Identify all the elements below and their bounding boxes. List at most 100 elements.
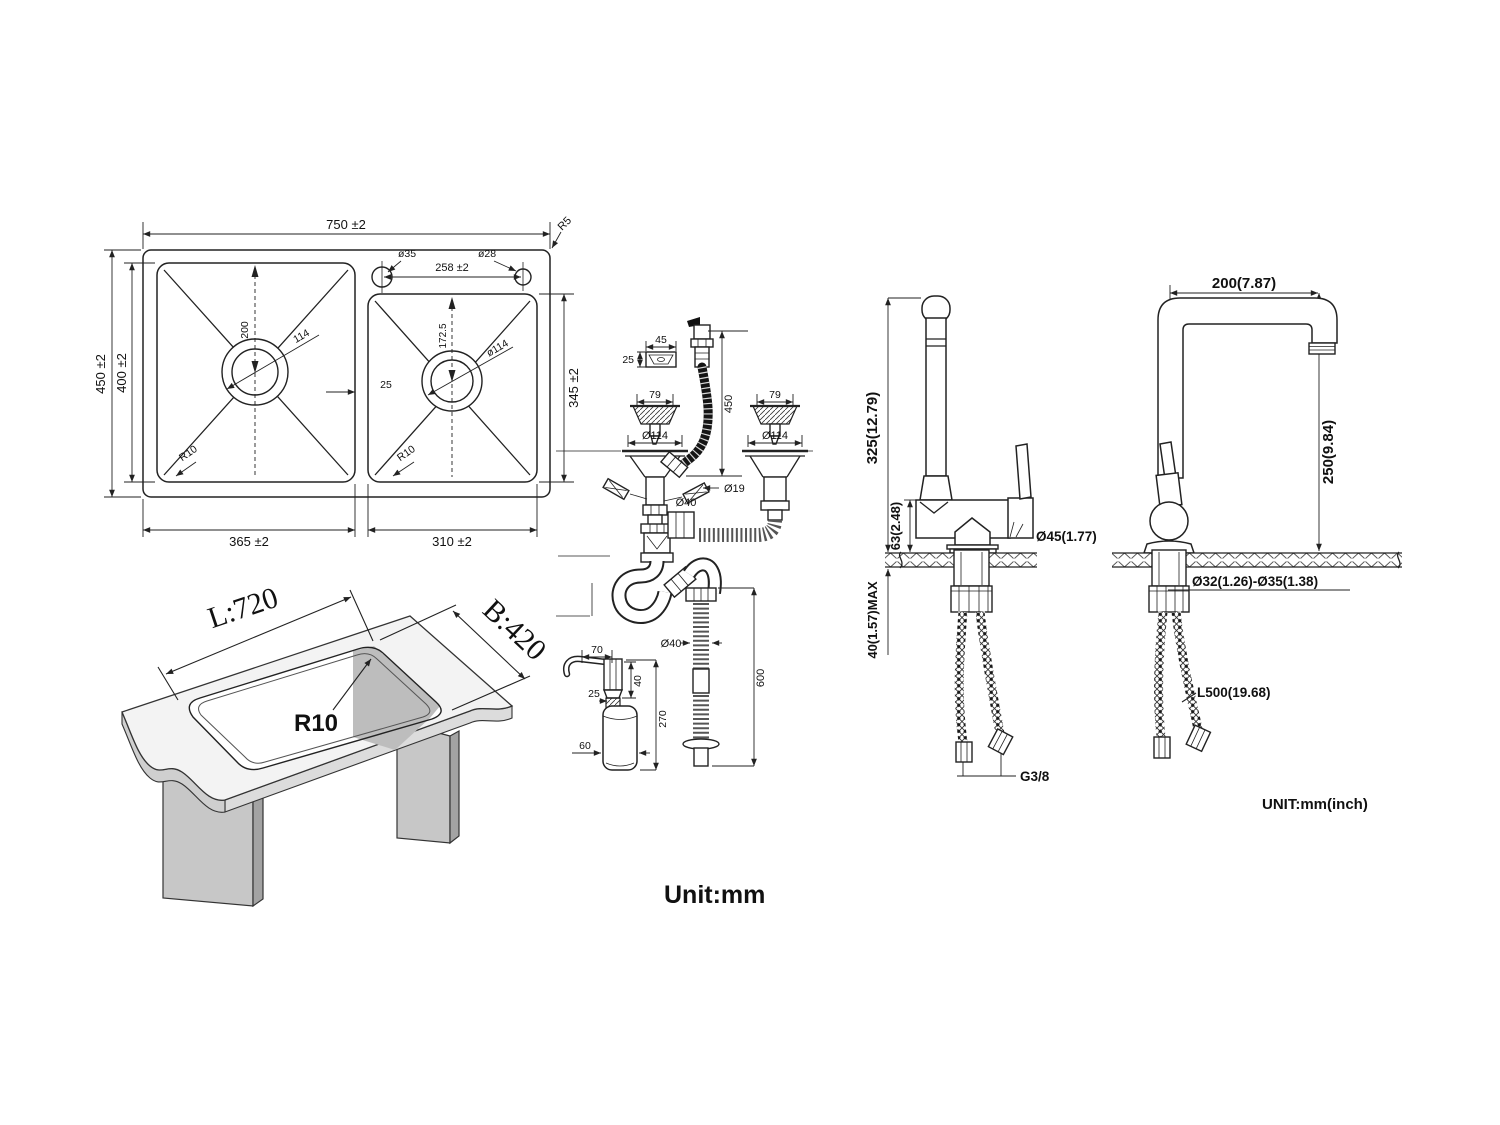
left-strainer-basket [632,405,678,425]
body-height-label: 63(2.48) [888,502,903,550]
tailpiece-dia-label: Ø40 [676,497,697,509]
tee-body [643,532,671,554]
overflow-cover [645,351,677,368]
mounting-nut-lines [951,586,992,612]
right-drain-dim-leader [427,346,514,396]
left-strainer-body [645,476,665,506]
cutout-rim-lip [198,653,431,764]
hose-length-label: L500(19.68) [1197,685,1271,700]
hole-spacing-label: 258 ±2 [435,262,469,274]
dispenser-spout [564,657,608,676]
bottle-bottom [605,762,635,767]
left-leg-side [252,784,264,908]
unit-note: Unit:mm [664,881,765,909]
bottle-shoulder [602,715,638,720]
right-leg-side [449,729,460,845]
overflow-hose-ribs [676,366,713,471]
spout-rings [926,338,946,347]
arrow-icon [251,361,259,373]
left-drain-dim-leader [226,334,320,390]
right-bowl-center-label: 172.5 [438,323,449,348]
right-clamp-arm [663,496,683,502]
right-radius-leader [392,461,415,477]
faucet-side-view: 325(12.79) 63(2.48) Ø45(1.77) [864,295,1097,784]
body-notch [919,501,949,514]
mount-hole-dia-label: Ø32(1.26)-Ø35(1.38) [1192,574,1318,589]
handle-base [1007,497,1034,539]
dispenser-bottle-dia-label: 60 [579,740,591,752]
faucet-hole-left-leader [387,260,402,273]
right-bowl-depth-label: 345 ±2 [566,368,581,408]
front-hose-nut-lines [1158,737,1166,758]
pipe-length-ext [712,587,754,767]
faucet-hole-right-leader [493,260,517,272]
trap-bend [613,560,671,622]
faucet-hole-left-dia-label: ø35 [398,248,416,260]
overflow-nut [690,338,714,348]
front-hose-right [1171,611,1203,730]
left-radius-leader [175,461,197,477]
faucet-shank [953,549,990,587]
cutout-inner-wall [353,646,440,750]
supply-hose-left [954,611,968,743]
faucet-handle [1015,443,1032,500]
right-strainer-basket [752,405,798,425]
right-trumpet [749,455,801,478]
divider-width-label: 25 [380,379,392,391]
left-strainer-nut [642,504,668,516]
base-dia-label: Ø45(1.77) [1036,529,1097,544]
countertop-cutout-view: L:720 B:420 R10 [121,581,553,908]
counter-max-label: 40(1.57)MAX [865,581,880,659]
right-clamp-bolt [682,482,710,504]
cutout-length-dim-line [165,596,352,675]
front-shank-lines [1158,552,1180,585]
overall-width-label: 750 ±2 [326,217,366,232]
front-hose-nut-right [1185,724,1212,753]
countertop-break [898,551,903,569]
drain-pipe-length-label: 600 [755,669,767,687]
countertop-right-break [1396,551,1401,569]
overflow-height-label: 450 [723,395,735,413]
tee-side-inlet-nut [667,511,695,539]
mounting-nut [950,585,993,613]
drain-pipe-stub [693,747,709,767]
high-arc-spout [1157,297,1338,479]
hose-end-nut-left [955,741,973,763]
right-strainer-nut [760,500,790,511]
front-shank [1151,549,1187,587]
arrow-icon [448,370,456,382]
left-bowl-center-label: 200 [239,321,251,339]
pipe-nut-lines [693,588,709,601]
drain-pipe-dia-label: Ø40 [661,638,682,650]
trap-elbow [684,559,720,594]
aerator [1308,342,1336,355]
depth-ext-lines [104,249,141,498]
front-hose-nut-left [1153,736,1171,759]
cutout-radius-label: R10 [294,710,338,737]
cutout-radius-leader [332,658,372,711]
pump-lines [609,659,617,690]
drain-assembly-view: 45 25 450 79 Ø114 [556,317,813,771]
dispenser-pump [603,658,623,691]
outer-radius-label: R5 [556,215,574,233]
overflow-hose-dia-label: Ø19 [724,483,745,495]
supply-hose-right [975,611,1005,735]
tee-bottom-nut [640,552,674,563]
overflow-cover-inner [648,354,674,365]
tee-inner [646,535,668,550]
overflow-nut-lines [697,339,707,347]
drain-pipe-smooth-band [692,668,710,694]
arrow-icon [251,265,259,277]
left-bowl-width-label: 365 ±2 [229,534,269,549]
overall-depth-label: 450 ±2 [93,354,108,394]
hose-length-leader [1181,692,1197,703]
arrow-icon [448,297,456,309]
cover-height-label: 25 [622,354,634,366]
dispenser-mount-offset-label: 25 [588,688,600,700]
right-bowl-width-label: 310 ±2 [432,534,472,549]
right-strainer-body [763,476,787,502]
right-bowl-depth-ext [539,293,574,483]
spout-height-label: 250(9.84) [1320,420,1337,484]
